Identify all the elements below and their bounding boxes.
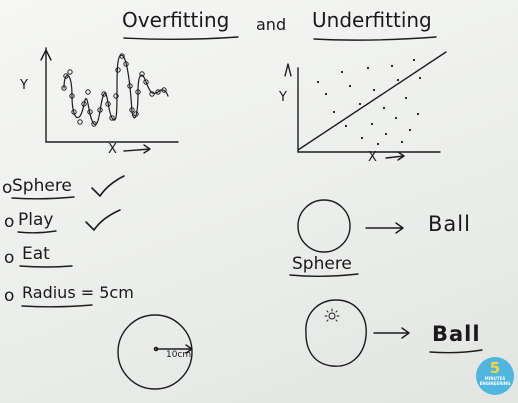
left-plot-x-arrow bbox=[123, 144, 151, 154]
right-plot-x-label: X bbox=[368, 150, 377, 165]
left-plot-y-arrow bbox=[40, 49, 52, 61]
underline-sphere-label bbox=[289, 273, 359, 277]
ball-2-underline bbox=[429, 349, 483, 354]
left-plot-x-label: X bbox=[108, 142, 117, 157]
underline-eat bbox=[19, 265, 73, 268]
circle-center bbox=[153, 346, 159, 352]
ball-label: Ball bbox=[428, 212, 471, 236]
title-underfitting: Underfitting bbox=[312, 8, 432, 32]
ball-label-2: Ball bbox=[432, 322, 481, 346]
title-overfitting: Overfitting bbox=[122, 8, 230, 32]
overfit-curve bbox=[63, 54, 169, 125]
circle-dimension-label: 10cm bbox=[166, 350, 192, 360]
check-sphere bbox=[91, 175, 125, 197]
title-underline-overfitting bbox=[123, 36, 239, 40]
right-plot-x-arrow bbox=[385, 151, 405, 161]
underfit-line bbox=[297, 51, 447, 151]
logo-text: MINUTES ENGINEERING bbox=[479, 376, 511, 386]
list-item-eat: Eat bbox=[22, 244, 50, 264]
title-underline-underfitting bbox=[313, 36, 437, 41]
sphere-label: Sphere bbox=[292, 254, 352, 274]
underline-sphere bbox=[11, 196, 75, 200]
overfit-points bbox=[61, 53, 167, 127]
sphere-circle bbox=[297, 199, 351, 253]
orange-stem bbox=[324, 308, 340, 322]
list-item-sphere: Sphere bbox=[12, 176, 72, 196]
list-item-radius: Radius = 5cm bbox=[22, 283, 134, 302]
title-and: and bbox=[256, 15, 287, 34]
right-plot-y-label: Y bbox=[279, 90, 287, 105]
list-item-bullet: o bbox=[4, 248, 15, 268]
underline-radius bbox=[21, 304, 93, 308]
right-plot-y-arrow bbox=[284, 63, 292, 77]
list-item-play: Play bbox=[18, 210, 54, 230]
arrow-to-ball bbox=[365, 222, 404, 234]
arrow-to-ball-2 bbox=[373, 327, 410, 339]
left-plot-y-label: Y bbox=[20, 78, 28, 93]
underline-play bbox=[17, 230, 57, 234]
orange-circle bbox=[305, 299, 367, 367]
underfit-points bbox=[316, 58, 422, 146]
radius-arrow bbox=[155, 344, 193, 354]
list-item-bullet: o bbox=[4, 286, 15, 306]
list-item-bullet: o bbox=[2, 178, 13, 198]
big-circle bbox=[117, 314, 193, 390]
channel-logo: 5 MINUTES ENGINEERING bbox=[476, 357, 514, 395]
list-item-bullet: o bbox=[4, 212, 15, 232]
logo-number: 5 bbox=[489, 359, 501, 377]
check-play bbox=[85, 209, 121, 231]
